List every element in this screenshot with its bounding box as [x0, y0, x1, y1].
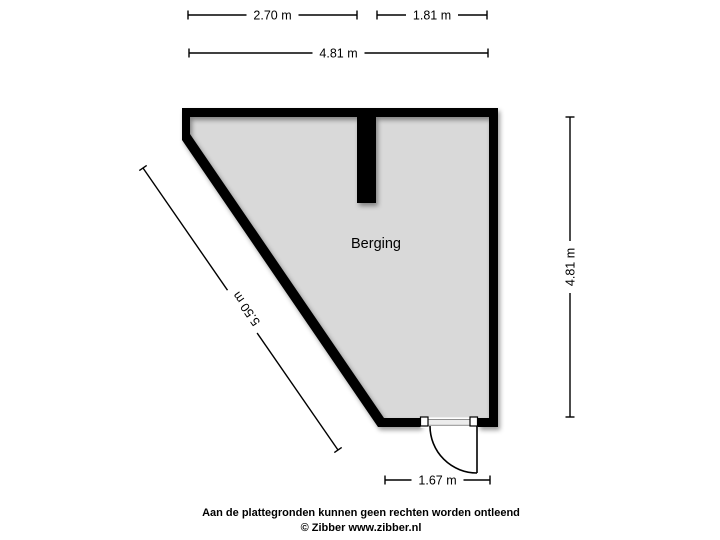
dimension-tick: [333, 446, 343, 454]
dimension-label: 4.81 m: [564, 248, 578, 286]
dimension-top-left: 2.70 m: [187, 6, 358, 24]
walls-group: [182, 108, 498, 427]
dimension-top-right: 1.81 m: [376, 6, 488, 24]
wall-outline: [182, 108, 498, 427]
footer: Aan de plattegronden kunnen geen rechten…: [202, 507, 520, 534]
footer-copyright: © Zibber www.zibber.nl: [301, 522, 422, 534]
door-swing-arc: [429, 425, 478, 474]
interior-stub-wall: [357, 110, 376, 203]
dimension-label-box: [246, 6, 299, 24]
dimension-label-box: [225, 284, 267, 334]
dimension-label-box: [312, 44, 365, 62]
door-threshold: [419, 416, 479, 428]
door-sill-bar: [426, 419, 472, 426]
dimension-label-box: [406, 6, 458, 24]
dimension-top-total: 4.81 m: [188, 44, 489, 62]
floor-area: [190, 117, 489, 418]
footer-disclaimer: Aan de plattegronden kunnen geen rechten…: [202, 507, 520, 519]
door-jamb-left: [419, 416, 429, 427]
dimension-label-box: [411, 471, 464, 489]
dimension-label-box: [561, 241, 579, 293]
room-label: Berging: [351, 236, 401, 252]
dimension-bottom: 1.67 m: [384, 471, 491, 489]
dimension-right: 4.81 m: [561, 116, 579, 418]
dimension-label: 1.81 m: [413, 9, 451, 23]
dimension-tick: [138, 164, 148, 172]
door-jamb-right: [469, 416, 479, 427]
door-swing: [429, 425, 478, 474]
dimension-label: 1.67 m: [418, 474, 456, 488]
dimension-label: 2.70 m: [253, 9, 291, 23]
dimension-label: 4.81 m: [319, 47, 357, 61]
